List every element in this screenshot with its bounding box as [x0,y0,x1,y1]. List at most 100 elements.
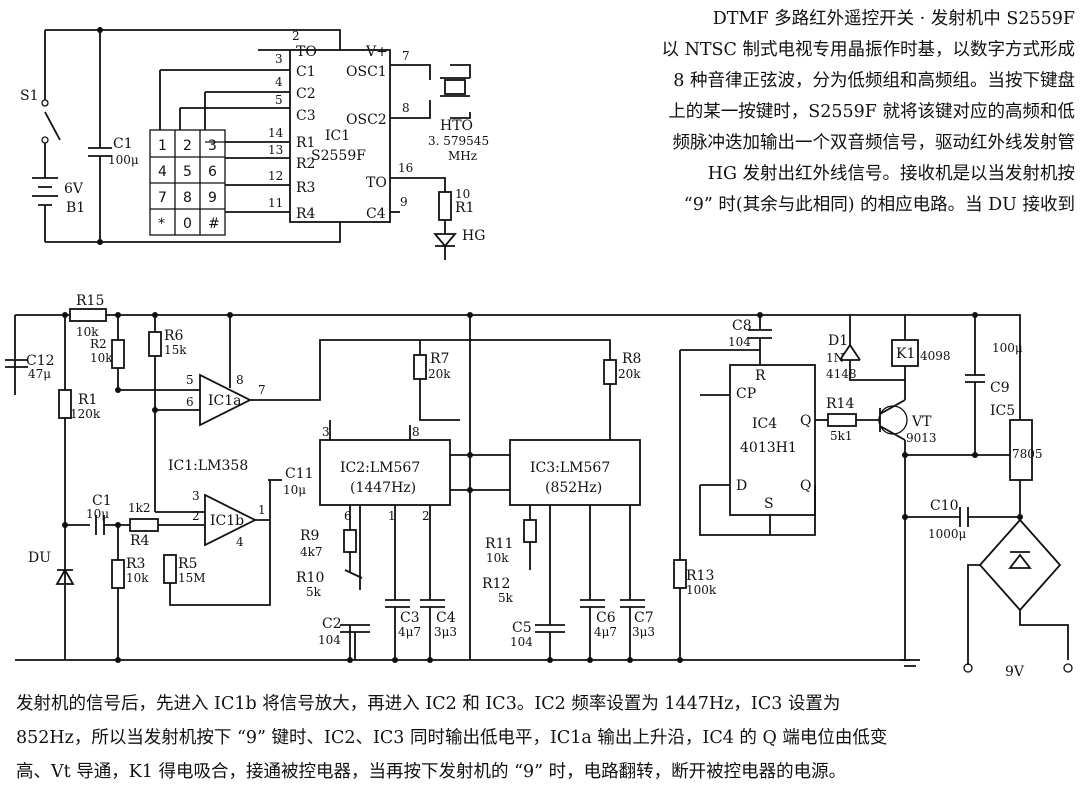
c1-value: 100μ [108,153,139,167]
label-receiver-labels-c5v: 104 [510,635,533,649]
label-receiver-labels-d: D [736,478,747,494]
ic1-pin-to2: TO [366,175,387,191]
tx-bottom-rail [45,222,341,243]
label-transmitter-pin_numbers-2: 4 [275,75,283,89]
label-receiver-labels-c12v: 47μ [28,367,51,381]
intro-line-1: DTMF 多路红外遥控开关 · 发射机中 S2559F [712,9,1075,29]
label-transmitter-pin_numbers-3: 5 [275,93,283,107]
tx-top-rail [45,29,341,50]
crystal-freq: 3. 579545 [428,134,489,148]
label-receiver-labels-r15v: 10k [76,325,99,339]
label-receiver-labels-pin3: 3 [192,489,200,503]
label-receiver-labels-ic2p1: 1 [388,509,396,523]
label-receiver-labels-r6: R6 [164,328,184,344]
intro-line-2: 以 NTSC 制式电视专用晶振作时基，以数字方式形成 [661,40,1076,60]
label-receiver-labels-ic3f: (852Hz) [545,480,602,496]
label-receiver-labels-c2v: 104 [318,633,341,647]
rx-top-rail [15,314,1021,470]
battery-label: B1 [66,200,85,216]
label-receiver-labels-ic4p: 4013H1 [740,440,797,456]
intro-line-6: HG 发射出红外线信号。接收机是以当发射机按 [707,164,1075,184]
label-receiver-labels-c7v: 3μ3 [632,625,655,639]
label-receiver-labels-k1p: 4098 [920,349,951,363]
label-receiver-labels-r11: R11 [485,536,513,552]
label-transmitter-pin_numbers-5: 13 [268,143,283,157]
label-receiver-labels-r14v: 5k1 [830,429,853,443]
label-receiver-labels-du: DU [28,550,51,566]
label-receiver-labels-c11: C11 [285,466,314,482]
label-receiver-labels-s: S [764,496,774,512]
key-8: 8 [183,190,192,206]
label-receiver-labels-r6v: 15k [164,343,187,357]
label-receiver-labels-c10: C10 [930,498,959,514]
s1-label: S1 [20,88,39,104]
label-receiver-labels-pin5: 5 [186,373,194,387]
label-receiver-labels-r4v: 1k2 [128,501,151,515]
label-receiver-labels-r13v: 100k [686,583,717,597]
label-receiver-labels-k1: K1 [896,346,915,362]
label-receiver-labels-q: Q [800,413,811,429]
label-receiver-labels-r7: R7 [430,351,449,367]
ic5-7805-box [1009,419,1033,481]
label-receiver-labels-ic5p: 7805 [1012,447,1043,461]
label-receiver-labels-ic2p3: 3 [322,425,330,439]
label-transmitter-pin_numbers-6: 12 [268,169,283,183]
label-receiver-labels-qb: Q [800,478,811,494]
tx-r1-label: R1 [455,200,474,216]
label-receiver-labels-c6v: 4μ7 [594,625,617,639]
label-receiver-labels-r11v: 10k [486,551,509,565]
label-receiver-labels-pin6: 6 [186,395,194,409]
label-receiver-labels-cp: CP [736,386,756,402]
label-receiver-labels-r12: R12 [482,576,510,592]
label-receiver-labels-pin7: 7 [258,383,266,397]
label-receiver-labels-r15: R15 [76,293,104,309]
label-receiver-labels-r1: R1 [78,392,97,408]
key-1: 1 [158,138,167,154]
label-receiver-labels-r4: R4 [130,533,150,549]
label-receiver-labels-vtp: 9013 [906,431,937,445]
label-receiver-labels-r: R [755,368,766,384]
ic1-part: S2559F [311,148,366,164]
ic2-lm567-box [319,439,451,506]
label-receiver-labels-c6: C6 [596,610,616,626]
label-receiver-labels-c2: C2 [322,616,342,632]
label-receiver-labels-r5: R5 [178,556,197,572]
key-2: 2 [183,138,192,154]
label-receiver-labels-ic4: IC4 [752,416,777,432]
key-6: 6 [208,164,217,180]
label-receiver-labels-c9v: 100μ [992,341,1023,355]
label-receiver-labels-r3v: 10k [126,571,149,585]
label-receiver-labels-r10v: 5k [306,585,322,599]
c1-label: C1 [113,136,133,152]
label-transmitter-pin_numbers-10: 16 [398,161,413,175]
label-receiver-labels-c1v: 10μ [86,507,109,521]
label-receiver-labels-r8: R8 [622,351,641,367]
label-receiver-labels-ic2: IC2:LM567 [340,460,420,476]
key-star: * [158,216,165,232]
label-receiver-labels-c3: C3 [400,610,420,626]
label-transmitter-pin_numbers-7: 11 [268,196,283,210]
ic1-pin-vplus: V+ [365,44,388,60]
ic1b-opamp [204,493,258,547]
label-receiver-labels-d1p: 1N [826,351,844,365]
label-transmitter-pin_numbers-9: 8 [402,101,410,115]
label-receiver-labels-c1: C1 [92,493,112,509]
label-receiver-labels-r10: R10 [296,570,324,586]
label-transmitter-pin_numbers-4: 14 [268,126,284,140]
label-receiver-labels-ic1b: IC1b [210,513,244,529]
ic3-lm567-box [509,439,641,506]
label-receiver-labels-r7v: 20k [428,367,451,381]
label-receiver-labels-pin4: 4 [236,535,244,549]
label-receiver-labels-c12: C12 [26,353,55,369]
ic1-name: IC1 [325,128,350,144]
label-receiver-labels-ic2p6: 6 [344,509,352,523]
label-receiver-labels-vt: VT [911,414,932,430]
label-receiver-labels-supply: 9V [1005,664,1025,680]
hg-label: HG [462,228,485,244]
key-hash: # [208,216,220,232]
label-receiver-labels-d1p2: 4148 [826,367,857,381]
ic1-pin-osc1: OSC1 [346,64,387,80]
